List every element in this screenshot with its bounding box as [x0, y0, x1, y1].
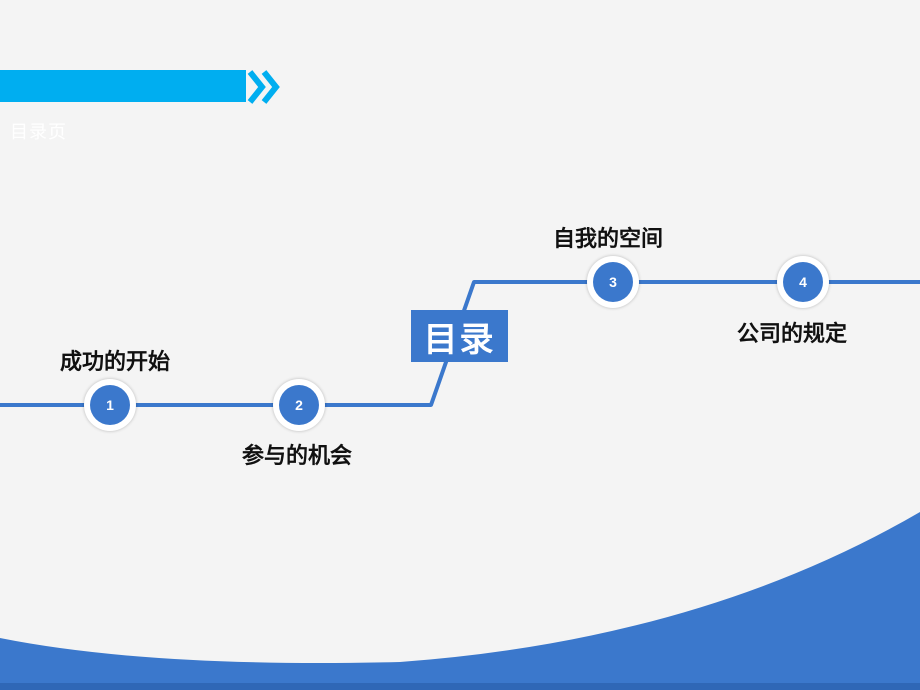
- item-label-2: 参与的机会: [241, 443, 353, 468]
- item-label-4: 公司的规定: [736, 321, 848, 346]
- timeline-node-4[interactable]: 4: [777, 256, 829, 308]
- double-chevron-icon: [247, 70, 280, 104]
- item-label-3: 自我的空间: [552, 226, 664, 251]
- title-band: [0, 70, 246, 102]
- item-label-1: 成功的开始: [59, 349, 171, 374]
- timeline-node-3[interactable]: 3: [587, 256, 639, 308]
- node-number-1: 1: [90, 385, 130, 425]
- page-subtitle: 目录页: [10, 122, 67, 142]
- toc-title-box: 目录: [411, 310, 508, 362]
- timeline-node-2[interactable]: 2: [273, 379, 325, 431]
- timeline-node-1[interactable]: 1: [84, 379, 136, 431]
- title-band-tip: [236, 70, 246, 102]
- node-number-3: 3: [593, 262, 633, 302]
- node-number-2: 2: [279, 385, 319, 425]
- node-number-4: 4: [783, 262, 823, 302]
